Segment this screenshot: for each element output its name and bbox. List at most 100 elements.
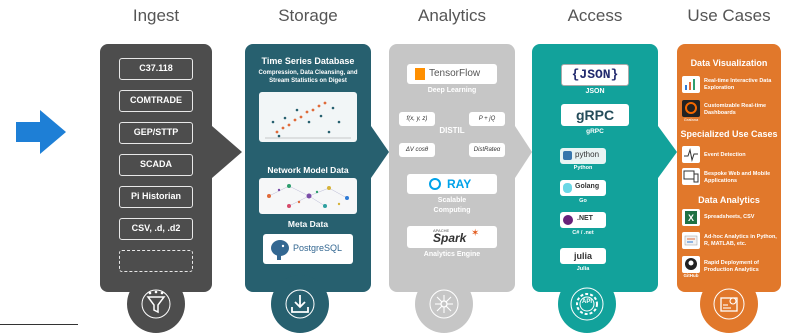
elephant-icon <box>271 240 289 260</box>
storage-column: Time Series Database Compression, Data C… <box>245 44 371 292</box>
postgresql-logo-text: PostgreSQL <box>293 243 343 253</box>
ingest-item-placeholder <box>119 250 193 272</box>
access-arrow <box>658 126 677 178</box>
grpc-logo: gRPC <box>561 104 629 126</box>
julia-logo: julia <box>560 248 606 264</box>
tsdb-title: Time Series Database <box>261 56 355 66</box>
ingest-item-comtrade: COMTRADE <box>119 90 193 112</box>
deep-learning-label: Deep Learning <box>427 87 477 94</box>
json-logo-text: {JSON} <box>571 67 619 82</box>
data-visualization-title: Data Visualization <box>690 58 768 68</box>
python-logo: python <box>560 148 606 164</box>
postgresql-logo: PostgreSQL <box>263 234 353 264</box>
ingest-column: C37.118 COMTRADE GEP/STTP SCADA Pi Histo… <box>100 44 212 292</box>
formula-p-jq: P + jQ <box>469 112 505 126</box>
csharp-icon <box>563 215 573 225</box>
download-icon <box>285 289 315 319</box>
event-detection-icon <box>682 146 700 163</box>
network-graph-graphic <box>267 184 349 208</box>
access-bubble: API <box>558 275 616 333</box>
julia-logo-text: julia <box>573 251 592 261</box>
spark-star-icon: ✶ <box>471 228 480 239</box>
ingest-arrow <box>212 126 242 178</box>
scalable-computing-label: Scalable Computing <box>433 197 471 214</box>
ingest-item-pi-historian: Pi Historian <box>119 186 193 208</box>
formula-f-xyz-text: f(x, y, z) <box>406 116 428 122</box>
spec-item-1: Event Detection <box>704 152 746 158</box>
header-use-cases: Use Cases <box>687 6 771 25</box>
ray-logo-text: RAY <box>447 177 472 191</box>
gopher-icon <box>563 183 572 193</box>
tsdb-subtitle: Compression, Data Cleansing, and Stream … <box>258 70 358 84</box>
dotnet-logo: .NET <box>560 212 606 228</box>
analytics-arrow <box>515 126 532 178</box>
spec-item-2: Bespoke Web and Mobile Applications <box>704 171 771 184</box>
formula-f-xyz: f(x, y, z) <box>399 112 435 126</box>
funnel-icon <box>141 289 171 319</box>
header-storage: Storage <box>278 6 338 25</box>
go-label: Go <box>579 198 587 204</box>
storage-bubble <box>271 275 329 333</box>
da-item-2: Ad-hoc Analytics in Python, R, MATLAB, e… <box>704 234 777 247</box>
formula-dv-cos-text: ΔV cosθ <box>405 147 429 153</box>
json-label: JSON <box>585 88 605 95</box>
tsdb-scatter-graphic <box>265 101 351 139</box>
access-column: {JSON} JSON gRPC gRPC python Python Gola… <box>532 44 658 292</box>
spark-logo: APACHE Spark ✶ <box>407 226 497 248</box>
julia-label: Julia <box>576 266 590 272</box>
python-logo-text: python <box>575 150 600 159</box>
spark-logo-text: Spark <box>433 231 467 245</box>
grpc-label: gRPC <box>586 128 604 135</box>
dotnet-logo-text: .NET <box>577 215 593 222</box>
github-icon <box>682 256 700 273</box>
excel-icon: X <box>682 209 700 226</box>
ingest-item-c37118: C37.118 <box>119 58 193 80</box>
viz-item-1: Real-time Interactive Data Exploration <box>704 78 772 91</box>
golang-logo: Golang <box>560 180 606 196</box>
header-analytics: Analytics <box>417 6 487 25</box>
tensorflow-icon <box>415 68 425 80</box>
network-hub-icon <box>429 289 459 319</box>
tensorflow-logo: TensorFlow <box>407 64 497 84</box>
da-item-1: Spreadsheets, CSV <box>704 214 755 220</box>
specialized-use-cases-title: Specialized Use Cases <box>680 129 778 139</box>
network-model-label: Network Model Data <box>267 165 349 175</box>
settings-dashboard-icon <box>713 288 745 320</box>
distil-label: DISTIL <box>439 126 465 135</box>
ray-logo: RAY <box>407 174 497 194</box>
analytics-column: TensorFlow Deep Learning f(x, y, z) P + … <box>389 44 515 292</box>
spark-sub-text: APACHE <box>433 228 450 233</box>
ingest-item-csv: CSV, .d, .d2 <box>119 218 193 240</box>
ingest-item-scada: SCADA <box>119 154 193 176</box>
grafana-icon <box>682 100 700 117</box>
storage-arrow <box>371 126 389 178</box>
network-graph-image <box>259 178 357 214</box>
chart-icon <box>682 76 700 93</box>
tsdb-chart-image <box>259 92 357 142</box>
api-gear-icon <box>570 287 604 321</box>
meta-data-label: Meta Data <box>287 219 329 229</box>
header-ingest: Ingest <box>132 6 180 25</box>
analytics-engine-label: Analytics Engine <box>423 251 481 258</box>
golang-logo-text: Golang <box>575 183 600 190</box>
input-arrow-icon <box>16 110 66 154</box>
formula-distrate: DistRateα <box>469 143 505 157</box>
python-r-icon <box>682 232 700 249</box>
github-label: GitHub <box>683 273 699 278</box>
viz-item-2: Customizable Real-time Dashboards <box>704 103 767 116</box>
analytics-bubble <box>415 275 473 333</box>
python-icon <box>563 151 572 160</box>
formula-dv-cos: ΔV cosθ <box>399 143 435 157</box>
ray-icon <box>429 178 441 190</box>
tensorflow-logo-text: TensorFlow <box>429 68 481 79</box>
header-access: Access <box>567 6 623 25</box>
use-cases-bubble <box>700 275 758 333</box>
api-label: API <box>581 299 592 305</box>
baseline-rule <box>0 324 78 325</box>
use-cases-column: Data Visualization Real-time Interactive… <box>677 44 781 292</box>
grafana-label: Grafana <box>683 117 699 122</box>
svg-text:X: X <box>688 213 694 223</box>
python-label: Python <box>573 165 593 171</box>
web-mobile-icon <box>682 168 700 185</box>
json-logo: {JSON} <box>561 64 629 86</box>
